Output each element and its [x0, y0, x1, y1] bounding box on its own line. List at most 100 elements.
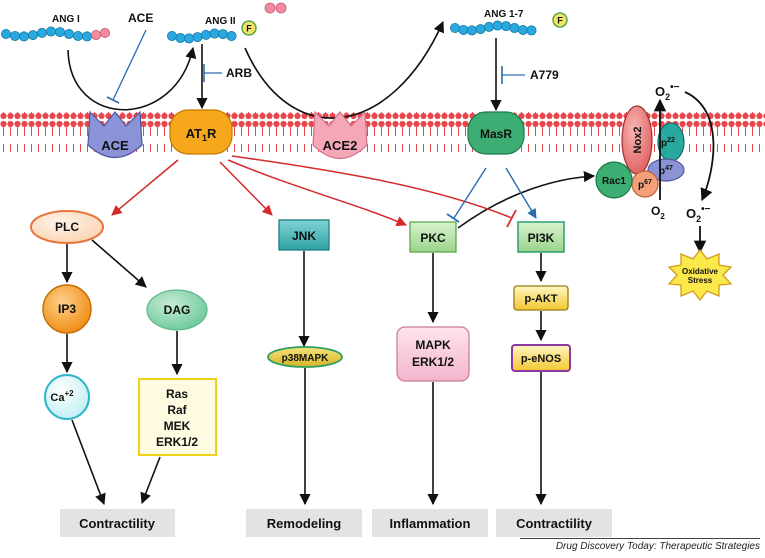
superoxide-right-label: O2•− — [686, 204, 711, 224]
mek-label: MEK — [164, 419, 191, 433]
outcome-contractility-left-label: Contractility — [79, 516, 156, 531]
superoxide-release-arrow — [684, 91, 715, 202]
pakt-node — [513, 285, 569, 311]
ang1-peptide-chain — [1, 26, 111, 42]
a779-label: A779 — [530, 68, 559, 82]
masr-to-pi3k-arrow — [505, 167, 537, 219]
nox2-label: Nox2 — [632, 127, 644, 154]
masr-label: MasR — [480, 127, 512, 141]
blue-residue-bead — [18, 31, 29, 42]
p38mapk-node — [267, 346, 343, 368]
blue-residue-bead — [55, 27, 66, 38]
ace-receptor — [87, 110, 143, 158]
f-marker-ang17 — [552, 12, 568, 28]
p47-subunit — [647, 158, 685, 182]
blue-residue-bead — [27, 30, 38, 41]
plc-node — [30, 210, 104, 244]
blue-residue-bead — [483, 21, 494, 32]
at1r-receptor — [169, 109, 233, 155]
blue-residue-bead — [37, 27, 48, 38]
dag-node — [146, 289, 208, 331]
f-marker-ang2 — [241, 20, 257, 36]
outcome-contractility-right — [496, 509, 612, 537]
oxidative-stress-label-1: Oxidative — [682, 267, 719, 276]
ang17-peptide-chain — [449, 20, 537, 36]
blue-residue-bead — [526, 25, 537, 36]
blue-residue-bead — [166, 30, 177, 41]
blue-residue-bead — [226, 31, 237, 42]
blue-residue-bead — [500, 21, 511, 32]
p38mapk-label: p38MAPK — [282, 353, 329, 364]
plc-label: PLC — [55, 220, 79, 234]
blue-residue-bead — [1, 28, 11, 39]
ras-label: Ras — [166, 387, 188, 401]
blue-residue-bead — [509, 23, 520, 34]
blue-residue-bead — [183, 33, 194, 44]
ace-inhibition-line — [112, 29, 147, 101]
oxygen-label: O2 — [651, 204, 665, 221]
arb-label: ARB — [226, 66, 252, 80]
pkc-node — [409, 221, 457, 253]
pi3k-node — [517, 221, 565, 253]
blue-residue-bead — [475, 24, 486, 35]
at1r-label: AT1R — [186, 126, 217, 143]
ace2-label: ACE2 — [323, 138, 358, 153]
jnk-label: JNK — [292, 229, 316, 243]
ang1-to-ang2-arrow — [67, 46, 197, 111]
at1r-to-jnk-arrow — [219, 161, 273, 216]
blue-residue-bead — [492, 20, 503, 31]
blue-residue-bead — [217, 29, 228, 40]
oxidative-stress-label-2: Stress — [688, 276, 713, 285]
ca-to-contractility-arrow — [71, 419, 106, 506]
rac1-label: Rac1 — [602, 176, 626, 187]
at1r-inhibits-pi3k-bar — [506, 209, 517, 228]
mapk-label: MAPK — [415, 338, 451, 352]
masr-inhibits-pkc-bar — [446, 213, 460, 223]
outcome-contractility-left — [60, 509, 175, 537]
dag-label: DAG — [164, 303, 191, 317]
outcome-contractility-right-label: Contractility — [516, 516, 593, 531]
ang2-peptide-chain — [166, 28, 237, 44]
ace-receptor-label: ACE — [101, 138, 129, 153]
masr-receptor — [467, 111, 525, 155]
rac1-subunit — [595, 161, 633, 199]
pink-residue-bead — [91, 30, 102, 41]
penos-label: p-eNOS — [521, 353, 561, 365]
superoxide-top-label: O2•− — [655, 82, 680, 102]
pink-residue-bead — [100, 27, 111, 38]
ang17-label: ANG 1-7 — [484, 9, 524, 20]
ang2-label: ANG II — [205, 16, 236, 27]
at1r-inhibits-pi3k-line — [231, 155, 513, 219]
cleaved-residue — [275, 2, 287, 14]
blue-residue-bead — [46, 26, 57, 37]
blue-residue-bead — [209, 28, 220, 39]
outcome-remodeling — [246, 509, 362, 537]
ip3-label: IP3 — [58, 302, 76, 316]
calcium-label: Ca+2 — [50, 389, 74, 404]
blue-residue-bead — [518, 24, 529, 35]
calcium-node — [44, 374, 90, 420]
p22-label: p22 — [661, 137, 675, 149]
blue-residue-bead — [82, 31, 93, 42]
p47-label: p47 — [659, 165, 673, 177]
blue-residue-bead — [9, 30, 20, 41]
erk12-label: ERK1/2 — [412, 355, 454, 369]
blue-residue-bead — [200, 29, 211, 40]
ras-raf-mek-erk-box — [138, 378, 217, 456]
pkc-to-rac1-arrow — [457, 171, 596, 229]
oxidative-stress-burst — [667, 248, 733, 302]
at1r-to-plc-arrow — [111, 159, 179, 216]
pi3k-label: PI3K — [528, 231, 555, 245]
outcome-inflammation — [372, 509, 488, 537]
ace-inhibition-bar — [106, 96, 120, 104]
blue-residue-bead — [466, 25, 477, 36]
blue-residue-bead — [192, 32, 203, 43]
blue-residue-bead — [175, 32, 186, 43]
blue-residue-bead — [449, 22, 460, 33]
outcome-remodeling-label: Remodeling — [267, 516, 341, 531]
ang2-to-ang17-arrow — [244, 20, 444, 119]
at1r-to-pkc-arrow — [227, 159, 407, 227]
pkc-label: PKC — [420, 231, 446, 245]
f-marker-ang17-label: F — [557, 16, 563, 26]
